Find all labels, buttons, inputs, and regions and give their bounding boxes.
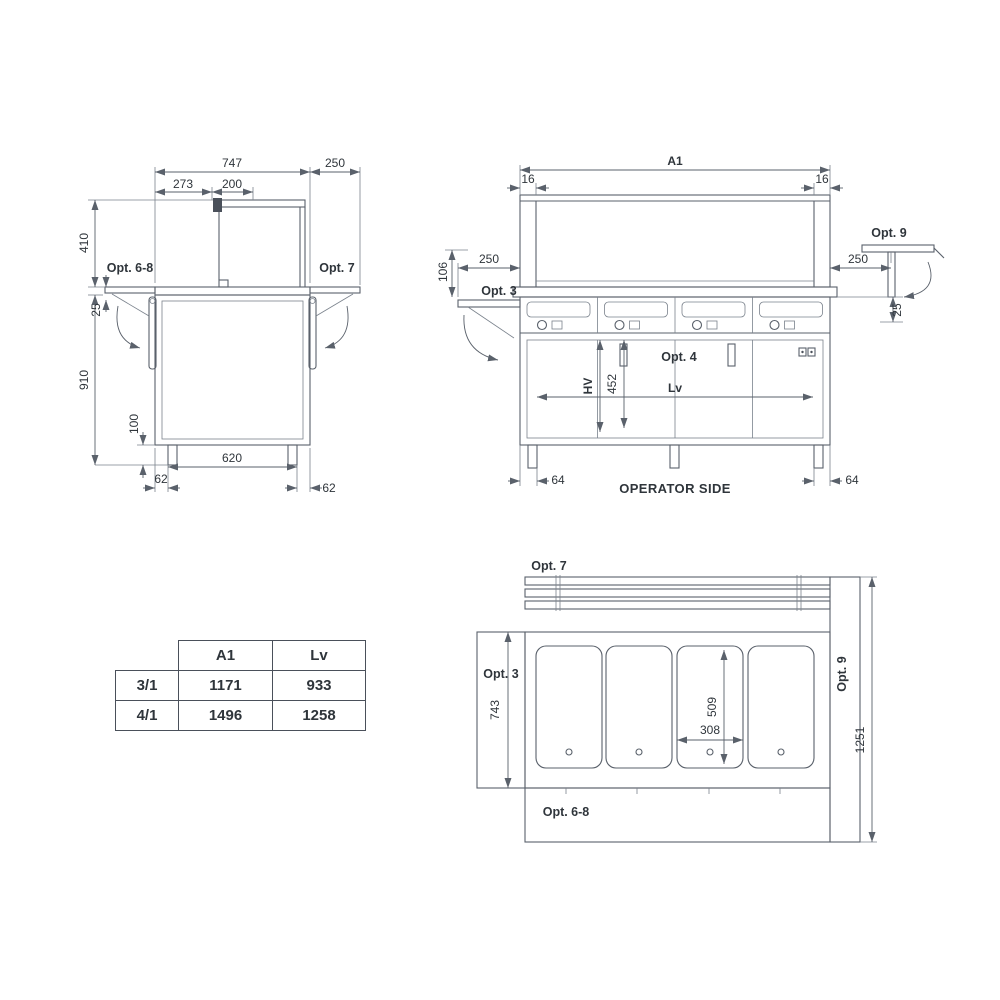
pan — [535, 645, 603, 769]
plan-view: Opt. 7 Opt. 3 743 509 308 Opt. 9 1251 Op… — [476, 559, 877, 843]
dim-62-left: 62 — [154, 472, 168, 486]
switch — [807, 347, 816, 357]
drain — [635, 748, 643, 756]
plan-ext-left — [476, 631, 526, 789]
table-a1-cell: 1496 — [178, 700, 273, 731]
side-shelf-left — [104, 286, 156, 294]
dim-lv: Lv — [668, 381, 682, 395]
table-corner-cell — [116, 641, 179, 671]
dim-16-left: 16 — [521, 172, 535, 186]
control-knob — [691, 319, 703, 331]
label-opt-4: Opt. 4 — [661, 350, 696, 364]
table-row: 4/1 1496 1258 — [115, 700, 366, 731]
front-leg-right — [813, 444, 824, 469]
dim-620: 620 — [222, 451, 242, 465]
control-knob — [769, 319, 780, 331]
label-opt-7-plan: Opt. 7 — [531, 559, 566, 573]
plan-ext-right — [829, 576, 861, 843]
dim-743: 743 — [488, 700, 502, 720]
dim-64-left: 64 — [551, 473, 565, 487]
fold-arrow-front-left — [463, 314, 499, 362]
front-view: A1 16 16 106 250 250 25 Opt. 3 Opt. 9 Op… — [436, 154, 945, 496]
label-opt-3-front: Opt. 3 — [481, 284, 516, 298]
dim-106: 106 — [436, 262, 450, 282]
fold-arrow-left — [116, 305, 141, 349]
dim-25-side: 25 — [89, 303, 103, 317]
side-glass-top — [217, 199, 306, 208]
side-leg-left — [167, 444, 178, 466]
dim-25-right: 25 — [890, 303, 904, 317]
side-folded-shelf-right — [308, 296, 317, 370]
side-view: 747 250 273 200 410 25 910 100 620 62 62… — [77, 156, 361, 495]
label-opt-3-plan: Opt. 3 — [483, 667, 518, 681]
pan — [605, 645, 673, 769]
dim-hv: HV — [581, 378, 595, 395]
control-knob — [614, 319, 625, 331]
door-handle — [619, 343, 628, 367]
dim-62-right: 62 — [322, 481, 336, 495]
dim-910: 910 — [77, 370, 91, 390]
dim-100: 100 — [127, 414, 141, 434]
label-opt-9-front: Opt. 9 — [871, 226, 906, 240]
side-glass-hinge — [213, 198, 222, 212]
side-shelf-right — [309, 286, 361, 294]
dim-452: 452 — [605, 374, 619, 394]
table-lv-cell: 933 — [272, 670, 366, 701]
label-operator-side: OPERATOR SIDE — [619, 481, 731, 496]
dim-250-left: 250 — [479, 252, 499, 266]
dim-410: 410 — [77, 233, 91, 253]
table-lv-cell: 1258 — [272, 700, 366, 731]
dim-509: 509 — [705, 697, 719, 717]
rail — [524, 576, 831, 586]
dim-308: 308 — [700, 723, 720, 737]
front-counter — [512, 286, 838, 298]
rail — [524, 588, 831, 598]
table-header-a1: A1 — [178, 640, 273, 671]
dim-747: 747 — [222, 156, 242, 170]
drain — [565, 748, 573, 756]
drain — [706, 748, 714, 756]
switch — [798, 347, 807, 357]
label-opt-9-plan: Opt. 9 — [835, 656, 849, 691]
pan — [747, 645, 815, 769]
table-a1-cell: 1171 — [178, 670, 273, 701]
side-leg-right — [287, 444, 298, 466]
dim-1251: 1251 — [853, 726, 867, 753]
side-counter — [154, 286, 311, 296]
front-leg-left — [527, 444, 538, 469]
front-leg-center — [669, 444, 680, 469]
dim-250-right: 250 — [848, 252, 868, 266]
drain — [777, 748, 785, 756]
table-row: 3/1 1171 933 — [115, 670, 366, 701]
label-opt-7-side: Opt. 7 — [319, 261, 354, 275]
dim-16-right: 16 — [815, 172, 829, 186]
rail — [524, 600, 831, 610]
side-body — [154, 294, 311, 446]
control-knob — [536, 319, 548, 331]
dim-64-right: 64 — [845, 473, 859, 487]
front-shelf-left — [457, 299, 521, 308]
label-opt-6-8-plan: Opt. 6-8 — [543, 805, 590, 819]
fold-arrow-front-right — [903, 261, 932, 300]
front-shelf-right — [861, 244, 935, 253]
label-opt-6-8-side: Opt. 6-8 — [107, 261, 154, 275]
dim-a1: A1 — [667, 154, 683, 168]
door-handle — [727, 343, 736, 367]
dim-200: 200 — [222, 177, 242, 191]
fold-arrow-right — [324, 305, 349, 349]
front-glass — [519, 194, 831, 288]
pan — [676, 645, 744, 769]
dim-273: 273 — [173, 177, 193, 191]
side-folded-shelf-left — [148, 296, 157, 370]
dim-250-side: 250 — [325, 156, 345, 170]
table-model-cell: 4/1 — [115, 700, 179, 731]
table-model-cell: 3/1 — [115, 670, 179, 701]
spec-table: A1 Lv 3/1 1171 933 4/1 1496 1258 — [115, 640, 366, 731]
table-header-lv: Lv — [272, 640, 366, 671]
